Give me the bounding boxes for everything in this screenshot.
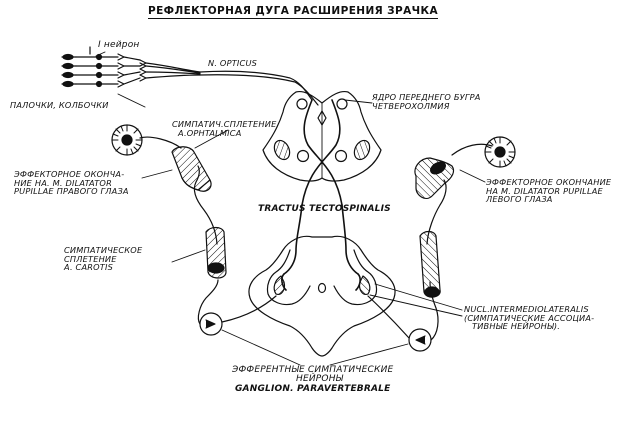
label-effector-left: ЭФФЕКТОРНОЕ ОКОНЧАНИЕ НА M. DILATATOR PU… (486, 178, 611, 204)
label-effector-left-line2: НА M. DILATATOR PUPILLAE (486, 185, 603, 196)
label-rods-cones: ПАЛОЧКИ, КОЛБОЧКИ (10, 100, 109, 110)
label-effector-left-line3: ЛЕВОГО ГЛАЗА (486, 194, 553, 205)
label-plexus-ophthalmica: СИМПАТИЧ.СПЛЕТЕНИЕ A.OPHTALMICA (172, 120, 276, 137)
label-efferent-line1: ЭФФЕРЕНТНЫЕ СИМПАТИЧЕСКИЕ (232, 365, 394, 375)
label-efferent-line2: НЕЙРОНЫ (296, 374, 344, 385)
midbrain-section (262, 90, 382, 206)
tectospinal-right (341, 204, 359, 275)
receptor-rows (61, 46, 201, 88)
label-efferent: ЭФФЕРЕНТНЫЕ СИМПАТИЧЕСКИЕ НЕЙРОНЫ GANGLI… (232, 365, 394, 394)
n-opticus-fibre (199, 70, 313, 101)
label-plexus-carotis-line2: СПЛЕТЕНИЕ (64, 253, 117, 264)
eye-left (484, 136, 516, 168)
label-nucl-intermedio-line2: (СИМПАТИЧЕСКИЕ АССОЦИА- (464, 312, 595, 323)
diagram-title: РЕФЛЕКТОРНАЯ ДУГА РАСШИРЕНИЯ ЗРАЧКА (148, 5, 439, 19)
plexus-carotis-right (205, 226, 227, 279)
label-neuron-1: I нейрон (98, 40, 140, 50)
diagram-title-text: РЕФЛЕКТОРНАЯ ДУГА РАСШИРЕНИЯ ЗРАЧКА (148, 5, 439, 19)
label-nucl-intermedio: NUCL.INTERMEDIOLATERALIS (СИМПАТИЧЕСКИЕ … (464, 305, 594, 331)
label-effector-right-line3: PUPILLAE ПРАВОГО ГЛАЗА (14, 186, 129, 197)
label-plexus-ophthalmica-line1: СИМПАТИЧ.СПЛЕТЕНИЕ (172, 119, 277, 129)
label-tractus: TRACTUS TECTOSPINALIS (258, 204, 391, 214)
eye-right (111, 124, 143, 156)
label-plexus-carotis-line3: A. CAROTIS (64, 262, 114, 273)
label-nucl-intermedio-line1: NUCL.INTERMEDIOLATERALIS (464, 304, 589, 314)
label-effector-left-line1: ЭФФЕКТОРНОЕ ОКОНЧАНИЕ (486, 177, 612, 187)
pointer-rods (117, 93, 146, 108)
plexus-ophthalmica-right (171, 146, 212, 192)
plexus-ophthalmica-left (414, 157, 455, 200)
label-efferent-line3: GANGLION. PARAVERTEBRALE (234, 383, 391, 394)
label-nucleus-line1: ЯДРО ПЕРЕДНЕГО БУГРА (372, 92, 481, 102)
label-nucleus-line2: ЧЕТВЕРОХОЛМИЯ (372, 100, 450, 111)
plexus-carotis-left (419, 230, 441, 298)
label-plexus-carotis-line1: СИМПАТИЧЕСКОЕ (64, 245, 143, 255)
spinal-cord-section (248, 235, 396, 357)
label-effector-right-line1: ЭФФЕКТОРНОЕ ОКОНЧА- (14, 169, 125, 179)
label-plexus-carotis: СИМПАТИЧЕСКОЕ СПЛЕТЕНИЕ A. CAROTIS (64, 246, 142, 272)
tectospinal-left (283, 204, 303, 275)
label-nucl-intermedio-line3: ТИВНЫЕ НЕЙРОНЫ). (472, 321, 561, 332)
label-nucleus-anterior: ЯДРО ПЕРЕДНЕГО БУГРА ЧЕТВЕРОХОЛМИЯ (372, 93, 481, 110)
label-effector-right: ЭФФЕКТОРНОЕ ОКОНЧА- НИЕ НА. M. DILATATOR… (14, 170, 129, 196)
label-n-opticus: N. OPTICUS (208, 58, 258, 68)
label-plexus-ophthalmica-line2: A.OPHTALMICA (178, 127, 242, 138)
label-effector-right-line2: НИЕ НА. M. DILATATOR (14, 177, 112, 188)
